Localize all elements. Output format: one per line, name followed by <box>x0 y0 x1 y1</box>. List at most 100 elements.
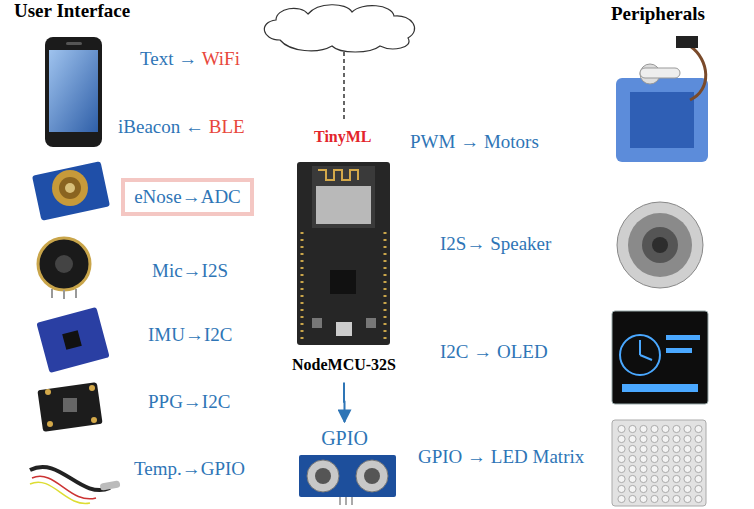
board-picture-part <box>366 318 376 328</box>
cloud-symbol-part <box>343 52 344 122</box>
oled-picture-part <box>639 340 641 355</box>
node-text: NodeMCU-32S <box>291 356 397 374</box>
phone-picture <box>45 37 102 147</box>
phone-picture-part <box>49 50 98 132</box>
speaker-picture <box>617 202 703 288</box>
peripheral-label: I2C → OLED <box>440 342 548 363</box>
ultrasonic-sensor-picture-part <box>315 468 331 484</box>
temperature-probe-picture <box>30 467 121 504</box>
oled-picture <box>612 311 708 404</box>
imu-picture <box>36 307 109 373</box>
microphone-picture-part <box>55 255 73 273</box>
interface-label: iBeacon ← BLE <box>118 117 245 138</box>
label-part: WiFi <box>202 48 240 69</box>
interface-label: IMU→I2C <box>148 325 232 346</box>
label-part: BLE <box>209 116 245 137</box>
peripheral-label: GPIO → LED Matrix <box>418 447 584 468</box>
servo-picture-part <box>616 78 708 162</box>
enose-sensor-picture-part <box>32 161 110 221</box>
sensor-box: eNose→ADC <box>121 178 254 216</box>
oled-picture-part <box>622 384 698 392</box>
interface-label: Text → WiFi <box>140 49 240 70</box>
servo-picture-part <box>676 36 698 48</box>
imu-picture-part <box>36 307 109 373</box>
ultrasonic-sensor-picture-part <box>351 497 353 505</box>
led-matrix-picture <box>612 420 706 506</box>
servo-picture-part <box>630 92 694 148</box>
temperature-probe-picture-part <box>30 482 90 503</box>
tinyml-label: TinyML <box>314 128 372 146</box>
cloud-symbol-part <box>264 5 414 52</box>
board-picture-part <box>297 162 390 345</box>
servo-picture-part <box>690 46 706 100</box>
peripheral-label: PWM → Motors <box>410 132 539 153</box>
speaker-picture-part <box>628 213 692 277</box>
oled-picture-part <box>612 311 708 404</box>
temperature-probe-picture-part <box>30 467 110 490</box>
ppg-picture-part <box>37 382 102 432</box>
servo-picture-part <box>640 68 680 78</box>
interface-label: Mic→I2S <box>152 261 228 282</box>
microphone-picture-part <box>63 290 65 299</box>
interface-label: Temp.→GPIO <box>134 459 245 480</box>
oled-picture-part <box>666 348 692 353</box>
imu-picture-part <box>62 330 82 350</box>
ppg-picture-part <box>89 385 95 391</box>
phone-picture-part <box>66 42 82 45</box>
section-heading: User Interface <box>14 1 130 22</box>
enose-sensor-picture-part <box>52 170 88 206</box>
oled-picture-part <box>620 335 660 375</box>
speaker-picture-part <box>652 237 668 253</box>
ppg-picture-part <box>45 389 51 395</box>
board-picture-part <box>336 322 352 336</box>
phone-picture-part <box>45 37 102 147</box>
microphone-picture-part <box>51 289 53 298</box>
speaker-picture-part <box>642 227 678 263</box>
microphone-picture-part <box>38 238 90 290</box>
node-text: GPIO <box>320 427 369 450</box>
ultrasonic-sensor-picture-part <box>307 460 339 492</box>
ultrasonic-sensor-picture-part <box>356 460 388 492</box>
microphone-picture-part <box>75 289 77 298</box>
board-picture-part <box>330 270 356 294</box>
gpio-node: GPIO <box>316 425 373 452</box>
board-picture-part <box>312 166 375 228</box>
ultrasonic-sensor-picture-part <box>364 468 380 484</box>
label-part: iBeacon ← <box>118 116 209 137</box>
board-picture-part <box>301 232 304 340</box>
ppg-picture-part <box>63 398 77 412</box>
interface-label: PPG→I2C <box>148 392 230 413</box>
speaker-picture-part <box>617 202 703 288</box>
section-heading: Peripherals <box>611 4 705 25</box>
cloud-symbol <box>264 5 414 122</box>
node-text: eNose→ADC <box>133 186 242 208</box>
led-matrix-picture-part <box>612 420 706 506</box>
ultrasonic-sensor-picture-part <box>339 497 341 505</box>
board-picture-part <box>312 318 322 328</box>
oled-picture-part <box>666 335 700 340</box>
enose-sensor-picture <box>32 161 110 221</box>
board-picture-part <box>384 232 387 340</box>
label-part: Text → <box>140 48 202 69</box>
enose-sensor-picture-part <box>59 177 81 199</box>
ppg-picture <box>37 382 102 432</box>
ultrasonic-sensor-picture-part <box>345 497 347 505</box>
led-matrix-picture-part <box>616 424 704 504</box>
enose-sensor-picture-part <box>65 183 75 193</box>
peripheral-label: I2S→ Speaker <box>440 234 551 255</box>
board-picture-part <box>316 186 371 224</box>
ultrasonic-sensor-picture <box>299 455 396 505</box>
board-picture <box>297 162 390 345</box>
connector-arrow <box>343 382 346 422</box>
temperature-probe-picture-part <box>100 480 121 490</box>
ultrasonic-sensor-picture-part <box>299 455 396 497</box>
microphone-picture <box>38 238 90 299</box>
ppg-picture-part <box>91 417 97 423</box>
board-picture-part <box>318 170 358 180</box>
ppg-picture-part <box>47 421 53 427</box>
servo-picture <box>616 36 708 162</box>
board-node: NodeMCU-32S <box>287 160 401 378</box>
oled-picture-part <box>640 355 652 360</box>
